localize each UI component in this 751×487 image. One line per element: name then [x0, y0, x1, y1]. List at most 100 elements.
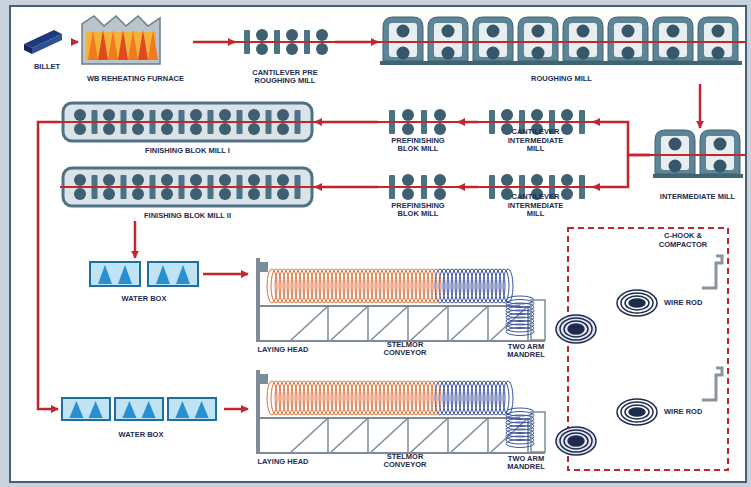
roll: [248, 188, 260, 200]
conveyor-support: [450, 306, 488, 341]
flow-arrow: [224, 408, 248, 411]
roll: [316, 29, 328, 41]
roll: [501, 123, 513, 135]
equipment-label: PREFINISHING BLOK MILL: [383, 137, 453, 154]
roll: [667, 47, 680, 60]
conveyor-support: [327, 306, 329, 341]
roll: [74, 123, 86, 135]
roll: [487, 47, 500, 60]
mill-stand: [698, 17, 738, 61]
laying-head-post: [256, 258, 260, 342]
conveyor-support: [487, 306, 489, 341]
equipment-label: INTERMEDIATE MILL: [660, 193, 735, 202]
spray: [122, 401, 136, 418]
c-hook: [702, 256, 722, 288]
roll: [442, 25, 455, 38]
equipment-node: LAYING HEAD: [248, 255, 318, 355]
roll: [103, 174, 115, 186]
rolling-line: [235, 41, 335, 43]
equipment-node: TWO ARM MANDREL: [496, 367, 556, 472]
equipment-label: LAYING HEAD: [258, 458, 309, 467]
coil: [560, 430, 592, 452]
flow-arrow: [458, 186, 478, 189]
equipment-label: WATER BOX: [119, 431, 164, 440]
roll: [132, 123, 144, 135]
equipment-label: WIRE ROD: [664, 299, 702, 308]
wire-rod-coil: [617, 290, 657, 316]
wire-rod-coil: [617, 399, 657, 425]
wire-rod-coil: [629, 408, 645, 416]
roll: [531, 109, 543, 121]
equipment-label: CANTILEVER INTERMEDIATE MILL: [501, 128, 571, 154]
roll: [190, 174, 202, 186]
flow-arrow: [315, 186, 378, 189]
roll: [248, 123, 260, 135]
conveyor-support: [290, 418, 328, 453]
conveyor-rail: [258, 417, 520, 419]
conveyor-support: [327, 418, 329, 453]
roll: [161, 188, 173, 200]
conveyor-support: [410, 306, 448, 341]
coil: [564, 433, 588, 449]
conveyor-support: [370, 418, 408, 453]
equipment-node: FINISHING BLOK MILL II: [60, 163, 315, 221]
rolling-line: [60, 121, 315, 123]
equipment-node: PREFINISHING BLOK MILL: [378, 173, 458, 219]
equipment-node: CANTILEVER INTERMEDIATE MILL: [478, 108, 593, 154]
rolling-line: [378, 186, 458, 188]
conveyor-support: [447, 306, 449, 341]
rolling-line: [478, 186, 593, 188]
roll: [103, 188, 115, 200]
laying-head: [260, 374, 268, 384]
rolling-line: [60, 186, 315, 188]
equipment-label: C-HOOK & COMPACTOR: [648, 232, 718, 249]
equipment-label: CANTILEVER PRE ROUGHING MILL: [238, 69, 333, 86]
roll: [487, 25, 500, 38]
water-box: [148, 262, 198, 286]
furnace-body: [82, 16, 160, 64]
conveyor-support: [447, 418, 449, 453]
water-box: [90, 262, 140, 286]
roll: [219, 123, 231, 135]
equipment-label: FINISHING BLOK MILL I: [145, 147, 230, 156]
flow-arrow: [315, 121, 378, 124]
equipment-node: ROUGHING MILL: [378, 12, 745, 84]
roll: [248, 174, 260, 186]
equipment-label: WATER BOX: [122, 295, 167, 304]
wire-rod-coil: [625, 405, 649, 419]
conveyor-support: [450, 418, 488, 453]
wire-rod-coil: [621, 293, 653, 313]
equipment-node: WIRE ROD: [612, 396, 722, 428]
roll: [561, 174, 573, 186]
conveyor-support: [407, 418, 409, 453]
roll: [669, 138, 682, 151]
roll: [669, 160, 682, 173]
coil: [568, 436, 584, 446]
roll: [714, 138, 727, 151]
equipment-node: PREFINISHING BLOK MILL: [378, 108, 458, 154]
flow-arrow: [134, 221, 137, 258]
mill-stand: [700, 130, 740, 174]
equipment-node: BILLET: [22, 26, 72, 72]
equipment-node: TWO ARM MANDREL: [496, 255, 556, 360]
equipment-node: WIRE ROD: [612, 287, 722, 319]
roll: [561, 123, 573, 135]
roll: [219, 174, 231, 186]
mandrel-coil: [506, 440, 534, 448]
roll: [219, 109, 231, 121]
laying-head-post: [256, 370, 260, 454]
roll: [397, 25, 410, 38]
conveyor-support: [330, 306, 368, 341]
roll: [286, 29, 298, 41]
equipment-label: CANTILEVER INTERMEDIATE MILL: [501, 193, 571, 219]
roll: [561, 188, 573, 200]
conveyor-rail: [258, 305, 520, 307]
equipment-node: INTERMEDIATE MILL: [650, 128, 745, 202]
flame: [108, 30, 118, 60]
spray: [195, 401, 209, 418]
wire-rod-coil: [629, 299, 645, 307]
roll: [501, 109, 513, 121]
roll: [577, 25, 590, 38]
equipment-node: CANTILEVER PRE ROUGHING MILL: [235, 26, 335, 86]
